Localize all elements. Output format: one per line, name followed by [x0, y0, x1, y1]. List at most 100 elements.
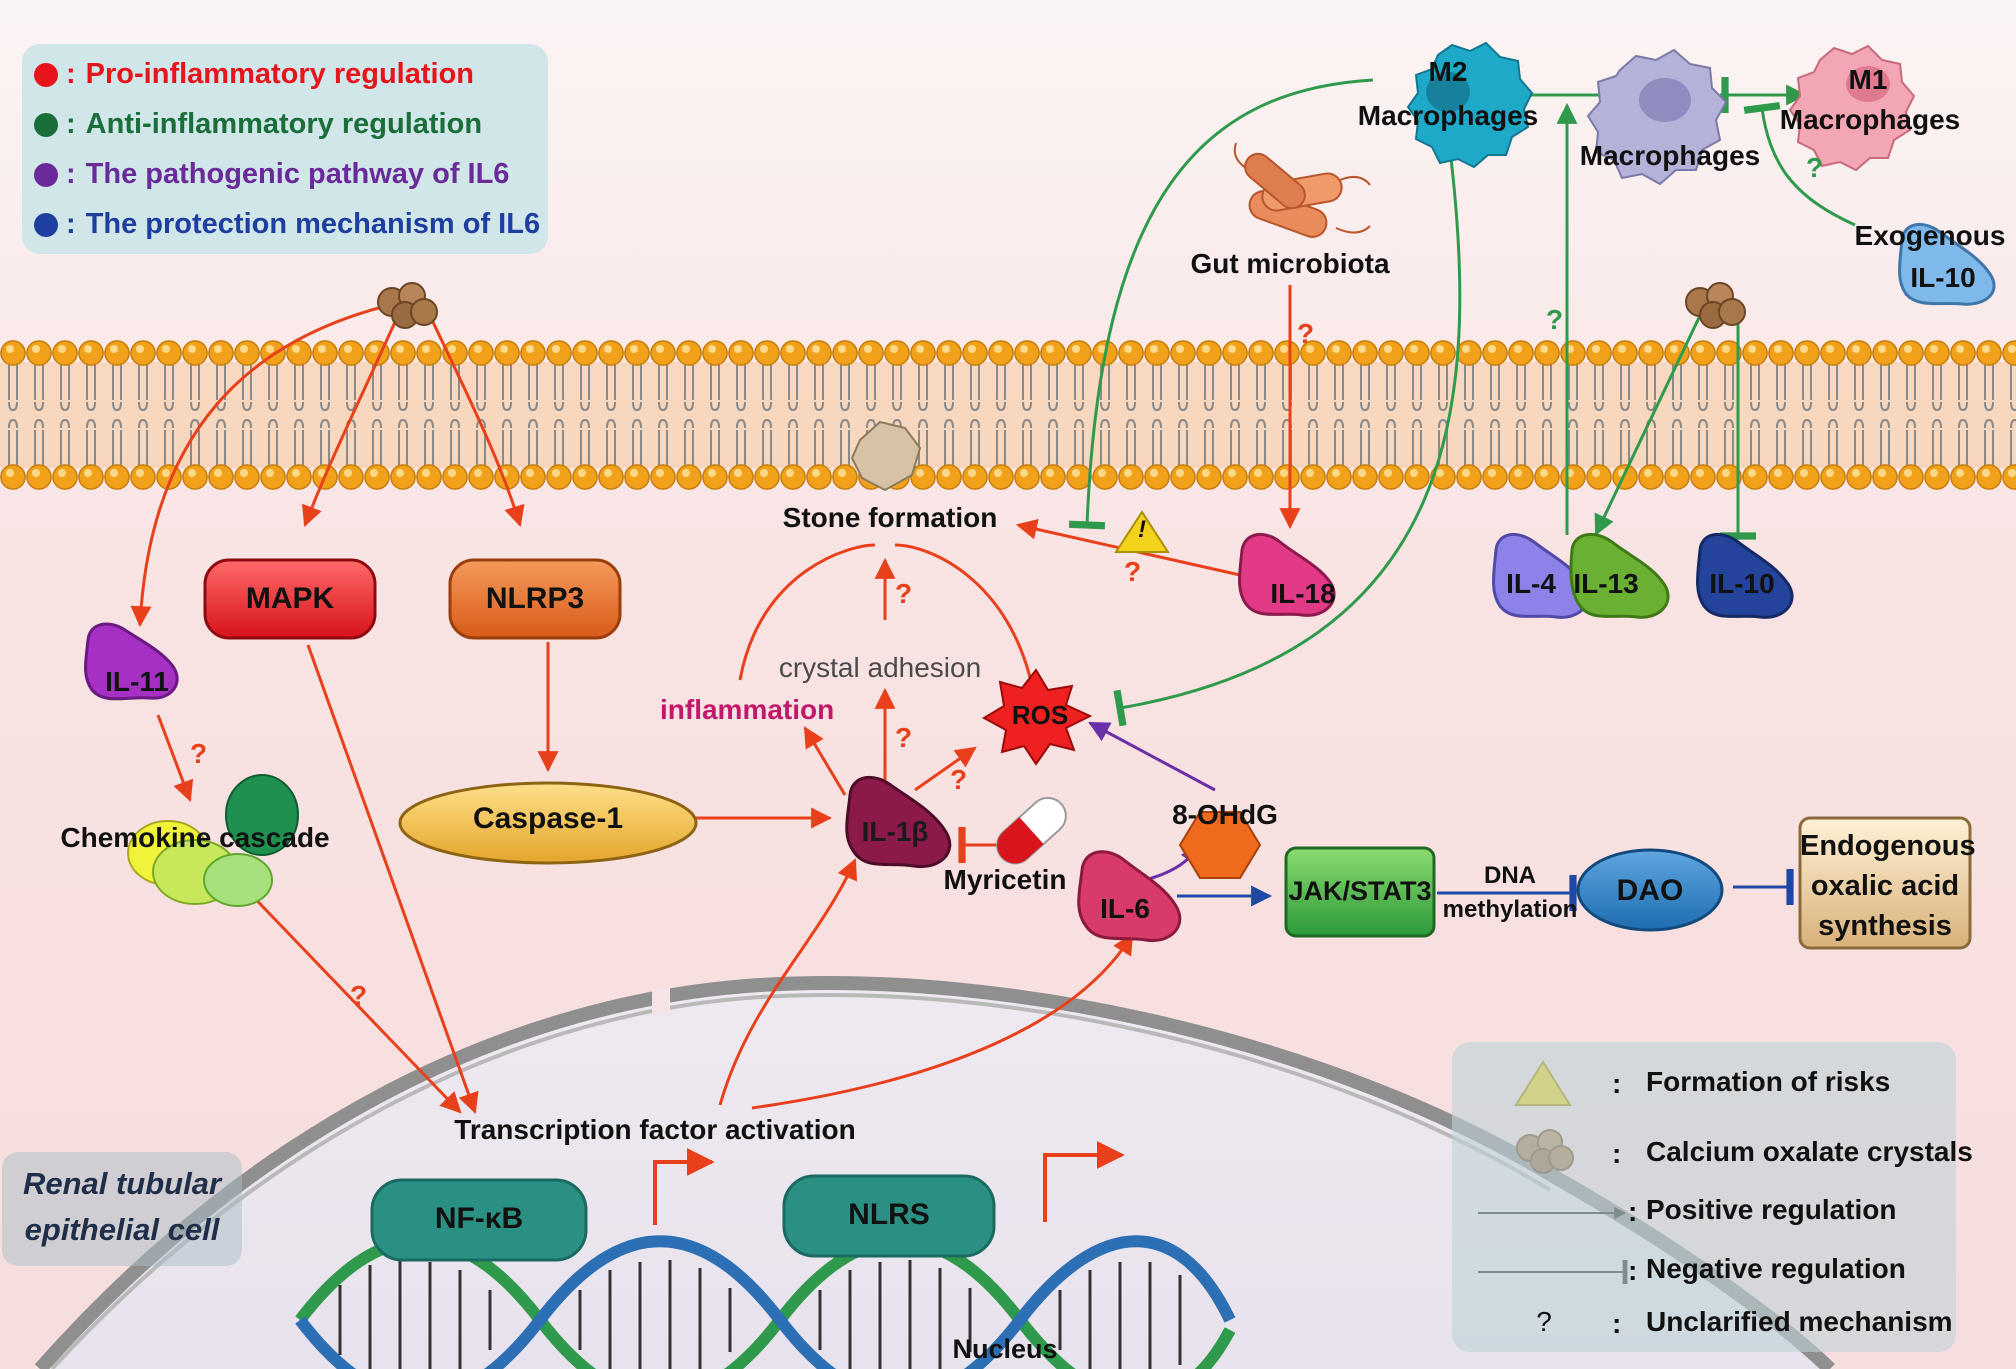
il18-label: IL-18 [1270, 578, 1336, 609]
m2-label: Macrophages [1357, 100, 1539, 131]
legend-protection-label: The protection mechanism of IL6 [85, 208, 541, 240]
warning-triangle-icon [1114, 510, 1170, 553]
legend-sep: : [66, 208, 76, 240]
gut-microbiota-bacteria [1233, 142, 1371, 238]
mapk-shape [203, 558, 377, 640]
legend-risk-label: Formation of risks [1646, 1066, 1891, 1097]
legend-anti-label: Anti-inflammatory regulation [85, 108, 483, 140]
nlrp3-shape [448, 558, 622, 640]
nfkb-label: NF-κB [434, 1202, 524, 1235]
dao-label: DAO [1616, 874, 1684, 907]
question-mark: ? [1546, 304, 1564, 335]
question-mark: ? [895, 722, 913, 753]
il13-shape [1569, 533, 1670, 619]
legend-sep: : [1628, 1196, 1638, 1227]
myricetin-label: Myricetin [943, 864, 1067, 895]
m1-letter: M1 [1848, 64, 1888, 95]
ohdg-hexagon [1178, 811, 1262, 879]
mapk-label: MAPK [245, 582, 335, 615]
legend-pro-label: Pro-inflammatory regulation [85, 58, 474, 90]
il10-shape [1696, 533, 1794, 619]
caspase1-label: Caspase-1 [472, 802, 624, 835]
legend-pathogenic-label: The pathogenic pathway of IL6 [85, 158, 510, 190]
nlrs-label: NLRS [848, 1198, 930, 1231]
green-dot-icon [34, 112, 58, 137]
transcription-label: Transcription factor activation [454, 1114, 856, 1145]
dna-methylation-label-2: methylation [1442, 896, 1578, 923]
legend-sep: : [66, 158, 76, 190]
legend-unclear-label: Unclarified mechanism [1646, 1306, 1953, 1337]
question-mark: ? [190, 738, 208, 769]
question-mark: ? [895, 578, 913, 609]
endogenous-label-2: oxalic acid [1810, 870, 1960, 902]
cell-label-box: Renal tubular epithelial cell [2, 1152, 242, 1266]
legend-sep: : [1612, 1138, 1622, 1169]
m1-label: Macrophages [1779, 104, 1961, 135]
ros-label: ROS [1011, 700, 1069, 730]
blue-dot-icon [34, 212, 58, 237]
endogenous-label-1: Endogenous [1800, 830, 1976, 862]
stone-formation-label: Stone formation [782, 502, 998, 533]
ros-burst [981, 668, 1093, 766]
question-mark: ? [350, 980, 368, 1011]
dna-methylation-label-1: DNA [1484, 862, 1536, 889]
m2-macrophage-cell [1406, 41, 1534, 169]
purple-dot-icon [34, 162, 58, 187]
legend-negative-label: Negative regulation [1646, 1253, 1906, 1284]
cell-label-line-1: Renal tubular [22, 1166, 222, 1201]
endogenous-label-3: synthesis [1818, 910, 1952, 942]
nlrs-shape [782, 1174, 996, 1258]
legend-sep: : [1628, 1255, 1638, 1286]
legend-top: : Pro-inflammatory regulation : Anti-inf… [22, 44, 548, 254]
legend-positive-label: Positive regulation [1646, 1194, 1897, 1225]
macrophage-label: Macrophages [1579, 140, 1761, 171]
legend-crystals-label: Calcium oxalate crystals [1646, 1136, 1973, 1167]
calcium-oxalate-crystal-right [1685, 282, 1746, 329]
question-mark: ? [1806, 152, 1824, 183]
legend-item-protection: : The protection mechanism of IL6 [34, 208, 540, 241]
legend-item-pro: : Pro-inflammatory regulation [34, 58, 474, 91]
il13-label: IL-13 [1573, 568, 1639, 599]
exogenous-label: Exogenous [1854, 220, 2006, 251]
ohdg-label: 8-OHdG [1172, 799, 1278, 830]
legend-question-symbol: ? [1536, 1306, 1552, 1337]
kidney-stone [850, 420, 922, 492]
legend-sep: : [1612, 1068, 1622, 1099]
jakstat3-label: JAK/STAT3 [1288, 876, 1432, 906]
nlrp3-label: NLRP3 [485, 582, 585, 615]
il18-shape [1238, 533, 1336, 617]
endogenous-shape [1798, 816, 1972, 950]
gut-microbiota-label: Gut microbiota [1190, 248, 1390, 279]
caspase1-shape [398, 781, 698, 865]
legend-bottom [1452, 1042, 1956, 1352]
nfkb-shape [370, 1178, 588, 1262]
il10-exo-shape [1898, 223, 1996, 306]
legend-item-anti: : Anti-inflammatory regulation [34, 108, 482, 141]
il1b-label: IL-1β [861, 816, 929, 847]
question-mark: ? [1124, 556, 1142, 587]
il1b-shape [845, 775, 952, 869]
legend-item-pathogenic: : The pathogenic pathway of IL6 [34, 158, 509, 191]
cell-label-line-2: epithelial cell [24, 1212, 220, 1247]
nucleus-label: Nucleus [952, 1334, 1058, 1364]
chemokine-cluster [127, 774, 299, 907]
inflammation-label: inflammation [660, 694, 835, 725]
m1-macrophage-cell [1788, 44, 1916, 172]
il11-shape [84, 622, 179, 701]
legend-sep: : [66, 108, 76, 140]
legend-sep: : [66, 58, 76, 90]
nuclear-envelope-inner [50, 992, 1552, 1369]
crystal-adhesion-label: crystal adhesion [778, 652, 982, 683]
chemokine-label: Chemokine cascade [60, 822, 330, 853]
question-mark: ? [950, 764, 968, 795]
jakstat3-shape [1284, 846, 1436, 938]
legend-sep: : [1612, 1308, 1622, 1339]
il10-exo-label: IL-10 [1910, 262, 1976, 293]
red-dot-icon [34, 62, 58, 87]
il4-label: IL-4 [1506, 568, 1556, 599]
dao-shape [1576, 848, 1724, 932]
il6-shape [1077, 850, 1182, 943]
myricetin-pill [996, 796, 1067, 865]
warning-mark: ! [1138, 516, 1146, 543]
